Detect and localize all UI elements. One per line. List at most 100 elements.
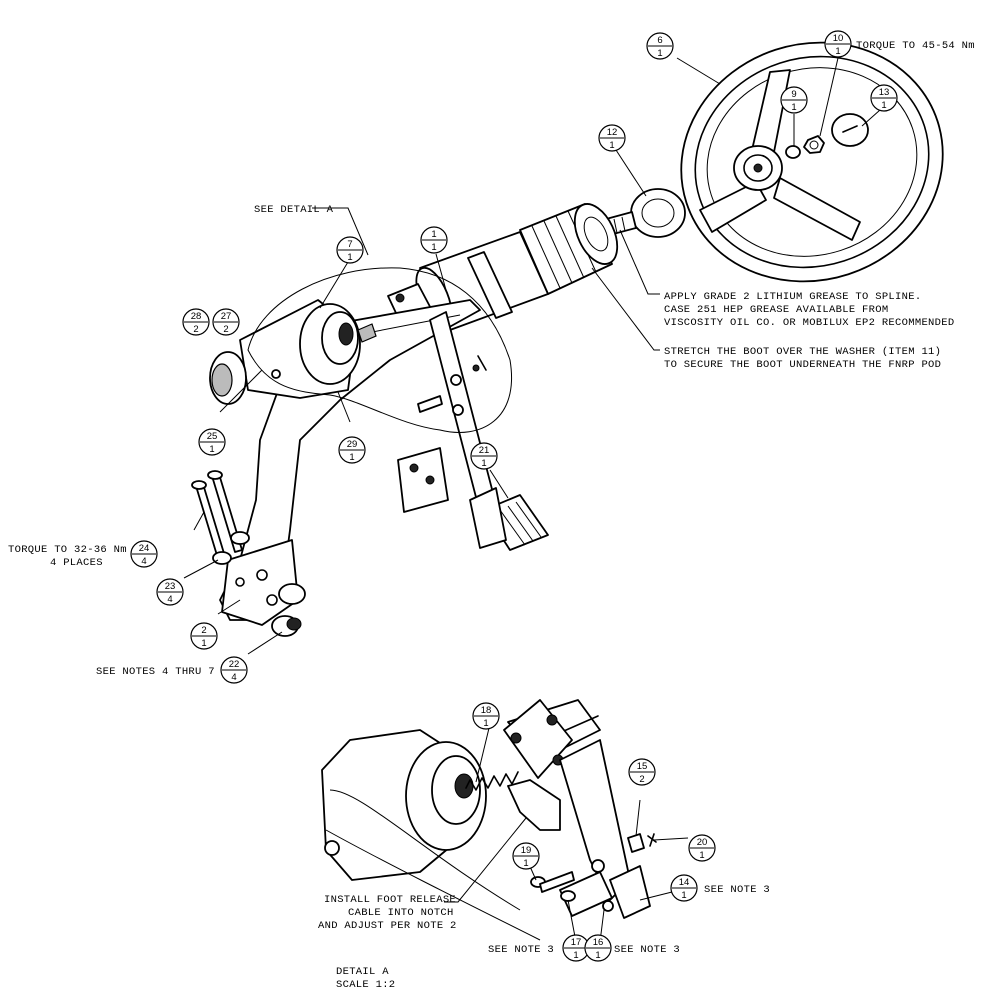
pedal-item-21 (429, 311, 549, 551)
balloon-12: 12 1 (598, 124, 626, 152)
balloon-28-item: 28 (191, 311, 202, 322)
balloon-15-qty: 2 (639, 774, 644, 785)
balloon-6: 6 1 (646, 32, 674, 60)
balloon-22-qty: 4 (231, 672, 236, 683)
balloon-6-qty: 1 (657, 48, 662, 59)
balloon-14-qty: 1 (681, 890, 686, 901)
note-grease-line-2: CASE 251 HEP GREASE AVAILABLE FROM (664, 304, 888, 316)
balloon-24-item: 24 (139, 543, 150, 554)
balloon-16: 16 1 (584, 934, 612, 962)
balloon-17: 17 1 (562, 934, 590, 962)
balloon-28: 28 2 (182, 308, 210, 336)
balloon-25: 25 1 (198, 428, 226, 456)
balloon-13: 13 1 (870, 84, 898, 112)
balloon-22-item: 22 (229, 659, 240, 670)
balloon-23-item: 23 (165, 581, 176, 592)
detail-boundary (247, 267, 512, 433)
balloon-15-item: 15 (637, 761, 648, 772)
balloon-18: 18 1 (472, 702, 500, 730)
note-see-detail-a: SEE DETAIL A (254, 204, 334, 216)
balloon-18-qty: 1 (483, 718, 488, 729)
balloon-1-qty: 1 (431, 242, 436, 253)
note-see-note-3-item-14: SEE NOTE 3 (704, 884, 770, 896)
note-grease-line-1: APPLY GRADE 2 LITHIUM GREASE TO SPLINE. (664, 291, 921, 303)
balloon-10: 10 1 (824, 30, 852, 58)
balloon-9: 9 1 (780, 86, 808, 114)
balloon-13-qty: 1 (881, 100, 886, 111)
note-grease-line-3: VISCOSITY OIL CO. OR MOBILUX EP2 RECOMME… (664, 317, 954, 329)
detail-title: DETAIL A (336, 966, 389, 978)
washers-item-23 (212, 531, 250, 565)
isolators-item-22 (271, 583, 306, 637)
balloon-7-qty: 1 (347, 252, 352, 263)
balloon-7: 7 1 (336, 236, 364, 264)
balloon-14-item: 14 (679, 877, 690, 888)
balloon-19: 19 1 (512, 842, 540, 870)
washer-item-12 (630, 188, 686, 238)
note-see-notes-4-7: SEE NOTES 4 THRU 7 (96, 666, 215, 678)
bolts-item-24 (191, 470, 243, 563)
balloon-12-item: 12 (607, 127, 618, 138)
balloon-27-item: 27 (221, 311, 232, 322)
balloon-29-qty: 1 (349, 452, 354, 463)
balloon-24: 24 4 (130, 540, 158, 568)
balloon-10-qty: 1 (835, 46, 840, 57)
balloon-23-qty: 4 (167, 594, 172, 605)
note-boot-line-1: STRETCH THE BOOT OVER THE WASHER (ITEM 1… (664, 346, 941, 358)
steering-wheel (680, 41, 944, 283)
balloon-20-item: 20 (697, 837, 708, 848)
leader-lines (183, 57, 881, 943)
balloon-1-item: 1 (431, 229, 436, 240)
balloon-12-qty: 1 (609, 140, 614, 151)
note-torque-bolts-line-1: TORQUE TO 32-36 Nm (8, 544, 127, 556)
balloon-21-qty: 1 (481, 458, 486, 469)
balloon-15: 15 2 (628, 758, 656, 786)
balloon-27-qty: 2 (223, 324, 228, 335)
balloon-9-item: 9 (791, 89, 796, 100)
balloon-27: 27 2 (212, 308, 240, 336)
balloon-2-item: 2 (201, 625, 206, 636)
balloon-9-qty: 1 (791, 102, 796, 113)
balloon-7-item: 7 (347, 239, 352, 250)
balloon-20-qty: 1 (699, 850, 704, 861)
note-boot-line-2: TO SECURE THE BOOT UNDERNEATH THE FNRP P… (664, 359, 941, 371)
balloon-16-qty: 1 (595, 950, 600, 961)
balloon-2: 2 1 (190, 622, 218, 650)
note-see-note-3-item-16: SEE NOTE 3 (614, 944, 680, 956)
balloon-23: 23 4 (156, 578, 184, 606)
balloon-19-qty: 1 (523, 858, 528, 869)
balloon-21-item: 21 (479, 445, 490, 456)
pivot-hardware (397, 355, 487, 513)
note-cable-line-3: AND ADJUST PER NOTE 2 (318, 920, 457, 932)
balloon-28-qty: 2 (193, 324, 198, 335)
balloon-18-item: 18 (481, 705, 492, 716)
balloon-21: 21 1 (470, 442, 498, 470)
balloon-24-qty: 4 (141, 556, 146, 567)
balloon-10-item: 10 (833, 33, 844, 44)
balloon-16-item: 16 (593, 937, 604, 948)
detail-a-view (321, 699, 657, 941)
balloon-25-item: 25 (207, 431, 218, 442)
detail-scale: SCALE 1:2 (336, 979, 395, 991)
balloon-22: 22 4 (220, 656, 248, 684)
balloon-19-item: 19 (521, 845, 532, 856)
balloon-14: 14 1 (670, 874, 698, 902)
balloon-29: 29 1 (338, 436, 366, 464)
balloon-13-item: 13 (879, 87, 890, 98)
note-cable-line-1: INSTALL FOOT RELEASE (324, 894, 456, 906)
note-see-note-3-item-17: SEE NOTE 3 (488, 944, 554, 956)
spring-item-18 (465, 771, 519, 791)
balloon-17-qty: 1 (573, 950, 578, 961)
balloon-17-item: 17 (571, 937, 582, 948)
balloon-25-qty: 1 (209, 444, 214, 455)
control-pod-item-7 (209, 299, 377, 405)
balloon-29-item: 29 (347, 439, 358, 450)
balloon-1: 1 1 (420, 226, 448, 254)
balloon-20: 20 1 (688, 834, 716, 862)
balloon-2-qty: 1 (201, 638, 206, 649)
note-cable-line-2: CABLE INTO NOTCH (348, 907, 454, 919)
note-torque-wheel: TORQUE TO 45-54 Nm (856, 40, 975, 52)
balloon-6-item: 6 (657, 35, 662, 46)
note-torque-bolts-line-2: 4 PLACES (50, 557, 103, 569)
